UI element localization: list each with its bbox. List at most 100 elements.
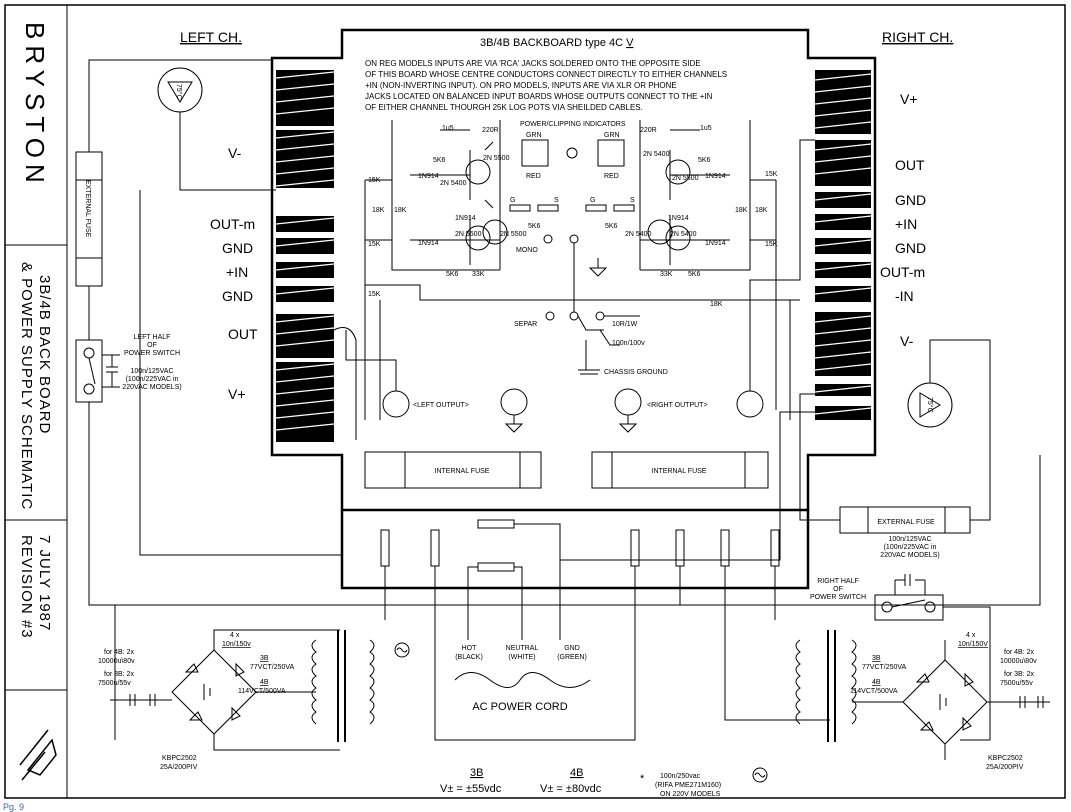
svg-text:KBPC2502: KBPC2502 [162, 755, 197, 762]
right-term-gnd1: GND [895, 192, 926, 208]
right-bridge-rectifier [852, 640, 1050, 760]
svg-text:18K: 18K [735, 207, 748, 214]
right-external-fuse: EXTERNAL FUSE [839, 506, 971, 534]
svg-text:1u5: 1u5 [442, 125, 454, 132]
svg-text:& POWER SUPPLY SCHEMATIC: & POWER SUPPLY SCHEMATIC [18, 262, 35, 510]
left-external-fuse: EXTERNAL FUSE [75, 151, 103, 287]
svg-text:100n/250vac: 100n/250vac [660, 773, 701, 780]
title-line1: 3B/4B BACK BOARD [36, 275, 53, 434]
svg-text:(WHITE): (WHITE) [508, 654, 535, 661]
neutral-label: NEUTRAL [506, 645, 539, 652]
svg-text:77VCT/250VA: 77VCT/250VA [862, 664, 907, 671]
svg-text:BRYSTON: BRYSTON [20, 22, 50, 189]
title-text: & POWER SUPPLY SCHEMATIC [18, 262, 35, 510]
svg-text:10n/150V: 10n/150V [958, 641, 988, 648]
left-term-plusin: +IN [226, 264, 248, 280]
right-term-out: OUT [895, 157, 925, 173]
right-wiring [560, 339, 991, 741]
svg-text:10000u\80v: 10000u\80v [98, 658, 135, 665]
svg-text:25A/200PIV: 25A/200PIV [986, 764, 1024, 771]
right-internal-fuse: INTERNAL FUSE [591, 451, 769, 489]
svg-text:ON REG MODELS INPUTS ARE VIA ': ON REG MODELS INPUTS ARE VIA 'RCA' JACKS… [365, 59, 701, 68]
right-transformer [752, 630, 857, 783]
svg-text:2N 5400: 2N 5400 [625, 231, 652, 238]
svg-text:V± = ±80vdc: V± = ±80vdc [540, 783, 602, 795]
left-channel-label: LEFT CH. [180, 29, 242, 45]
board-note: ON REG MODELS INPUTS ARE VIA 'RCA' JACKS… [365, 59, 727, 112]
svg-text:for 4B: 2x: for 4B: 2x [104, 649, 134, 656]
svg-text:100n/125VAC: 100n/125VAC [888, 536, 931, 543]
right-amp-circuit [639, 120, 776, 271]
svg-text:2N 5400: 2N 5400 [670, 231, 697, 238]
svg-text:25A/200PIV: 25A/200PIV [160, 764, 198, 771]
svg-text:RIGHT HALF: RIGHT HALF [817, 578, 859, 585]
right-output-jack: <RIGHT OUTPUT> [614, 139, 815, 433]
svg-text:POWER SWITCH: POWER SWITCH [810, 594, 866, 601]
ac-power-cord [454, 672, 591, 688]
svg-text:4 x: 4 x [966, 632, 976, 639]
svg-text:(100n/225VAC in: (100n/225VAC in [884, 544, 937, 551]
svg-text:220VAC MODELS): 220VAC MODELS) [122, 384, 181, 391]
svg-text:4 x: 4 x [230, 632, 240, 639]
svg-text:ON 220V MODELS: ON 220V MODELS [660, 791, 721, 798]
svg-text:OF: OF [833, 586, 843, 593]
left-output-jack: <LEFT OUTPUT> [333, 180, 528, 440]
left-thermal-switch: 75°C [157, 67, 203, 113]
svg-text:15K: 15K [368, 177, 381, 184]
svg-text:33K: 33K [472, 271, 485, 278]
svg-text:EXTERNAL FUSE: EXTERNAL FUSE [877, 519, 935, 526]
separ-switch [543, 234, 640, 375]
gnd-label: GND [564, 645, 580, 652]
right-power-switch [874, 574, 944, 621]
indicator-leds [509, 139, 635, 212]
svg-text:3B: 3B [470, 767, 483, 779]
svg-text:220VAC MODELS): 220VAC MODELS) [880, 552, 939, 559]
right-term-plusin: +IN [895, 216, 917, 232]
left-terminals [276, 70, 334, 442]
left-wiring [88, 59, 1041, 740]
svg-text:4B: 4B [570, 767, 583, 779]
svg-text:(RIFA PME271M160): (RIFA PME271M160) [655, 782, 721, 789]
svg-text:18K: 18K [372, 207, 385, 214]
svg-text:114VCT/500VA: 114VCT/500VA [850, 688, 898, 695]
svg-text:+IN (NON-INVERTING INPUT). ON: +IN (NON-INVERTING INPUT). ON PRO MODELS… [365, 81, 677, 90]
left-power-switch [75, 339, 120, 403]
svg-text:(BLACK): (BLACK) [455, 654, 483, 661]
svg-text:7500u/55v: 7500u/55v [98, 680, 131, 687]
svg-text:3B: 3B [872, 655, 881, 662]
svg-text:RED: RED [604, 173, 619, 180]
left-internal-fuse: INTERNAL FUSE [364, 451, 542, 489]
hot-label: HOT [462, 645, 478, 652]
right-term-outm: OUT-m [880, 264, 925, 280]
svg-text:5K6: 5K6 [528, 223, 541, 230]
revision: REVISION #3 [18, 535, 35, 639]
svg-text:G: G [510, 197, 515, 204]
left-term-outm: OUT-m [210, 216, 255, 232]
svg-text:OF EITHER CHANNEL THOURGH 25K: OF EITHER CHANNEL THOURGH 25K LOG POTS V… [365, 103, 643, 112]
outer-frame [4, 4, 1066, 799]
svg-text:1N914: 1N914 [455, 215, 476, 222]
svg-text:77VCT/250VA: 77VCT/250VA [250, 664, 295, 671]
svg-text:220R: 220R [640, 127, 657, 134]
svg-text:GRN: GRN [526, 132, 542, 139]
svg-text:10n/150v: 10n/150v [222, 641, 251, 648]
svg-text:OF: OF [147, 342, 157, 349]
svg-text:for 3B: 2x: for 3B: 2x [1004, 671, 1034, 678]
svg-text:75°C: 75°C [175, 84, 183, 100]
bryston-mark-icon [19, 729, 57, 781]
svg-text:7500u/55v: 7500u/55v [1000, 680, 1033, 687]
svg-text:KBPC2502: KBPC2502 [988, 755, 1023, 762]
svg-text:220R: 220R [482, 127, 499, 134]
right-term-vplus: V+ [900, 91, 918, 107]
backboard-outline [270, 28, 877, 512]
svg-text:SEPAR: SEPAR [514, 321, 537, 328]
svg-text:5K6: 5K6 [688, 271, 701, 278]
indicators-title: POWER/CLIPPING INDICATORS [520, 121, 626, 128]
svg-text:15K: 15K [765, 241, 778, 248]
svg-text:(100n/225VAC in: (100n/225VAC in [126, 376, 179, 383]
svg-text:2N 5500: 2N 5500 [455, 231, 482, 238]
svg-text:CHASSIS GROUND: CHASSIS GROUND [604, 369, 668, 376]
svg-text:5K6: 5K6 [605, 223, 618, 230]
svg-text:75°C: 75°C [926, 397, 934, 413]
right-term-vminus: V- [900, 333, 914, 349]
